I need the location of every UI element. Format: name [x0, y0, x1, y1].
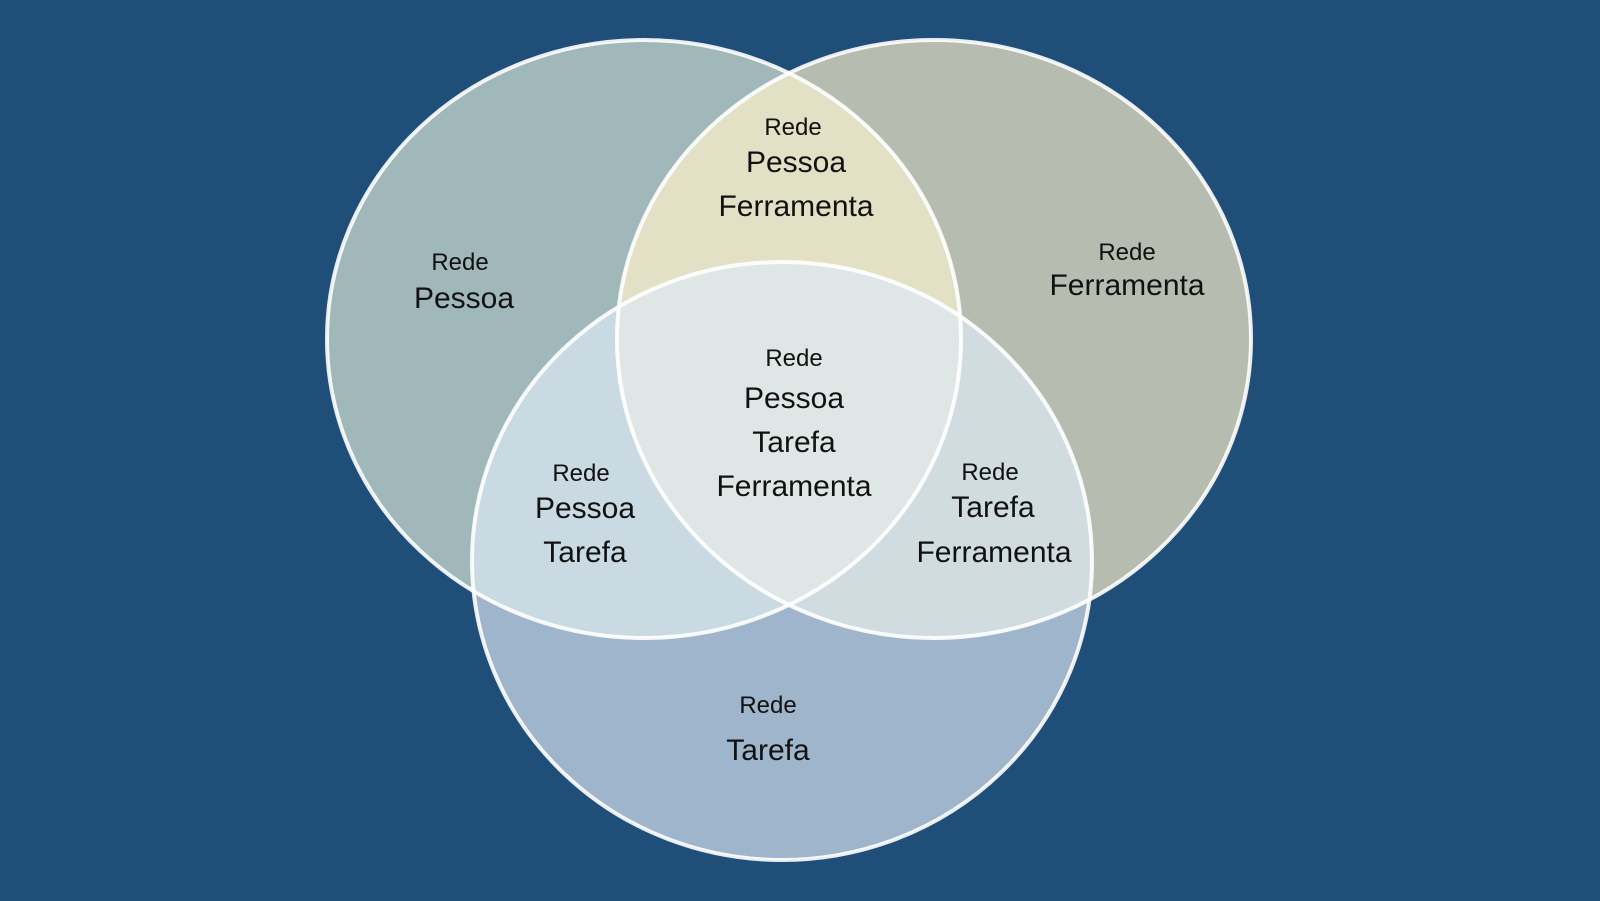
label-ferramenta-small: Rede [1098, 239, 1155, 266]
label-pt-1: Pessoa [535, 492, 635, 525]
label-tarefa: Tarefa [726, 734, 810, 767]
label-tarefa-small: Rede [739, 692, 796, 719]
label-ferramenta: Ferramenta [1049, 269, 1204, 302]
circle-outlines [325, 38, 1253, 862]
label-tf-1: Tarefa [951, 491, 1035, 524]
label-tf-small: Rede [961, 459, 1018, 486]
label-pessoa-small: Rede [431, 249, 488, 276]
label-pessoa: Pessoa [414, 282, 514, 315]
label-all-1: Pessoa [744, 382, 844, 415]
label-pf-small: Rede [764, 114, 821, 141]
label-pf-1: Pessoa [746, 146, 846, 179]
label-tf-2: Ferramenta [916, 536, 1071, 569]
label-all-small: Rede [765, 345, 822, 372]
label-all-2: Tarefa [752, 426, 836, 459]
label-pf-2: Ferramenta [718, 190, 873, 223]
label-all-3: Ferramenta [716, 470, 871, 503]
label-pt-small: Rede [552, 460, 609, 487]
label-pt-2: Tarefa [543, 536, 627, 569]
